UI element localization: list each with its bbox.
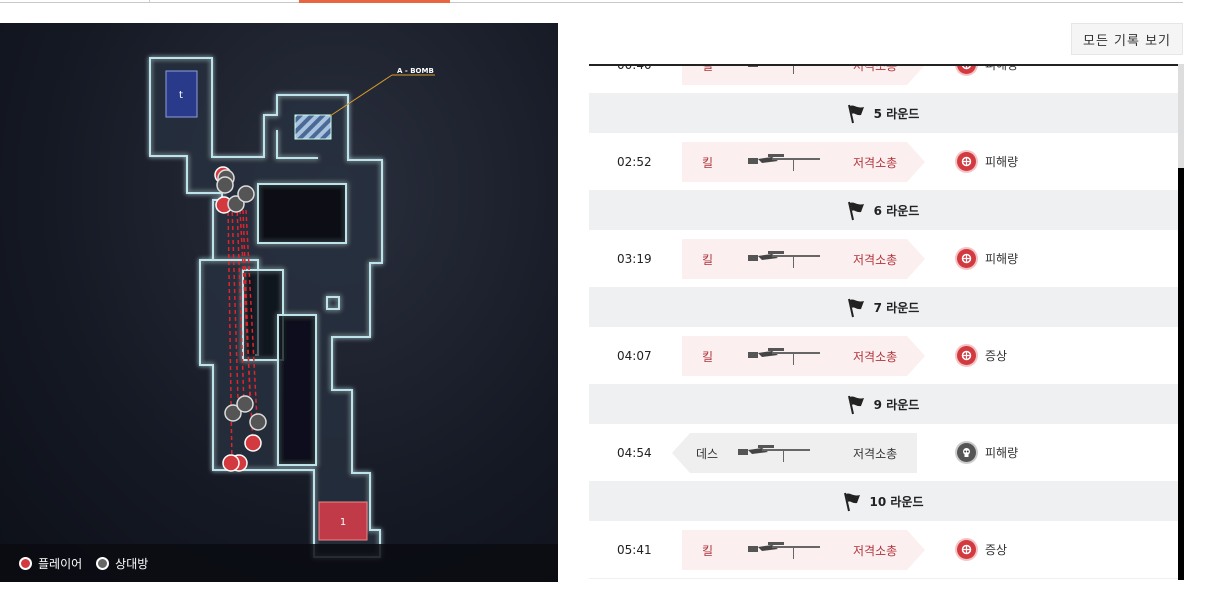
record-row: 02:52 킬 저격소총 피해량 bbox=[589, 133, 1178, 191]
enemy-marker bbox=[249, 413, 267, 431]
view-all-records-button[interactable]: 모든 기록 보기 bbox=[1071, 23, 1183, 55]
record-time: 04:07 bbox=[617, 349, 652, 363]
round-label: 5 라운드 bbox=[873, 107, 920, 121]
map-legend: 플레이어 상대방 bbox=[0, 544, 558, 582]
record-result: 증상 bbox=[985, 349, 1008, 363]
round-label: 6 라운드 bbox=[873, 204, 920, 218]
kill-pill: 킬 저격소총 bbox=[682, 64, 925, 85]
spawn-blue-label: t bbox=[179, 90, 183, 101]
flag-icon bbox=[847, 104, 864, 123]
kill-pill: 킬 저격소총 bbox=[682, 530, 925, 570]
round-label: 10 라운드 bbox=[869, 495, 924, 509]
death-pill: 데스 저격소총 bbox=[672, 433, 917, 473]
enemy-dot-icon bbox=[96, 556, 110, 570]
sniper-rifle-icon bbox=[748, 542, 820, 559]
flag-icon bbox=[843, 492, 860, 511]
record-row: 05:41 킬 저격소총 증상 bbox=[589, 521, 1178, 579]
player-marker bbox=[222, 454, 240, 472]
kill-pill: 킬 저격소총 bbox=[682, 239, 925, 279]
record-time: 05:41 bbox=[617, 543, 652, 557]
record-action: 킬 bbox=[702, 253, 714, 267]
tab-bar-line bbox=[0, 2, 1183, 3]
flag-icon bbox=[847, 395, 864, 414]
skull-icon bbox=[957, 443, 976, 462]
sniper-rifle-icon bbox=[748, 154, 820, 171]
record-weapon: 저격소총 bbox=[853, 156, 898, 170]
spawn-blue bbox=[165, 70, 198, 118]
record-result: 피해량 bbox=[985, 64, 1019, 72]
round-label: 7 라운드 bbox=[873, 301, 920, 315]
record-weapon: 저격소총 bbox=[853, 447, 898, 461]
target-icon bbox=[957, 152, 976, 171]
sniper-rifle-icon bbox=[748, 66, 794, 74]
player-marker bbox=[244, 434, 262, 452]
sniper-rifle-icon bbox=[748, 251, 820, 268]
round-header: 10 라운드 bbox=[589, 482, 1178, 521]
flag-icon bbox=[847, 201, 864, 220]
kill-pill: 킬 저격소총 bbox=[682, 142, 925, 182]
kill-pill: 킬 저격소총 bbox=[682, 336, 925, 376]
target-icon bbox=[957, 249, 976, 268]
record-row: 04:07 킬 저격소총 증상 bbox=[589, 327, 1178, 385]
record-row: 04:54 데스 저격소총 피해량 bbox=[589, 424, 1178, 482]
target-icon bbox=[957, 346, 976, 365]
record-row: 03:19 킬 저격소총 피해량 bbox=[589, 230, 1178, 288]
record-action: 킬 bbox=[702, 544, 714, 558]
record-weapon: 저격소총 bbox=[853, 253, 898, 267]
record-time: 04:54 bbox=[617, 446, 652, 460]
record-weapon: 저격소총 bbox=[853, 64, 898, 73]
bomb-site-label: A - BOMB bbox=[397, 67, 434, 75]
shot-lines bbox=[227, 204, 258, 466]
tab-divider bbox=[149, 0, 150, 3]
record-action: 킬 bbox=[702, 350, 714, 364]
round-header: 6 라운드 bbox=[589, 191, 1178, 230]
record-time: 02:52 bbox=[617, 155, 652, 169]
record-result: 피해량 bbox=[985, 252, 1019, 266]
sniper-rifle-icon bbox=[748, 348, 820, 365]
enemy-marker bbox=[216, 176, 234, 194]
record-weapon: 저격소총 bbox=[853, 350, 898, 364]
scrollbar-thumb[interactable] bbox=[1178, 168, 1184, 580]
round-label: 9 라운드 bbox=[873, 398, 920, 412]
bomb-site-a bbox=[294, 114, 332, 140]
target-icon bbox=[957, 540, 976, 559]
map-walls bbox=[149, 57, 383, 558]
enemy-markers bbox=[216, 169, 267, 431]
flag-icon bbox=[847, 298, 864, 317]
record-action: 킬 bbox=[702, 64, 714, 73]
record-result: 증상 bbox=[985, 543, 1008, 557]
record-action: 데스 bbox=[696, 447, 719, 461]
record-result: 피해량 bbox=[985, 446, 1019, 460]
spawn-red bbox=[318, 501, 368, 541]
record-time: 00:40 bbox=[617, 64, 652, 72]
record-result: 피해량 bbox=[985, 155, 1019, 169]
player-dot-icon bbox=[19, 556, 32, 570]
enemy-marker bbox=[224, 404, 242, 422]
legend-enemy: 상대방 bbox=[115, 556, 149, 571]
enemy-marker bbox=[237, 185, 255, 203]
round-header: 7 라운드 bbox=[589, 288, 1178, 327]
sniper-rifle-icon bbox=[738, 445, 810, 462]
spawn-red-label: 1 bbox=[340, 517, 346, 528]
record-row: 00:40 킬 저격소총 피해량 bbox=[589, 64, 1178, 94]
record-weapon: 저격소총 bbox=[853, 544, 898, 558]
round-header: 5 라운드 bbox=[589, 94, 1178, 133]
target-icon bbox=[957, 66, 976, 74]
active-tab-indicator[interactable] bbox=[299, 0, 450, 3]
legend-player: 플레이어 bbox=[38, 556, 83, 571]
enemy-marker bbox=[236, 395, 254, 413]
map-layout: t A - BOMB 1 bbox=[149, 57, 435, 558]
round-header: 9 라운드 bbox=[589, 385, 1178, 424]
record-time: 03:19 bbox=[617, 252, 652, 266]
match-map: t A - BOMB 1 플레이어 상대방 bbox=[0, 23, 558, 582]
record-action: 킬 bbox=[702, 156, 714, 170]
